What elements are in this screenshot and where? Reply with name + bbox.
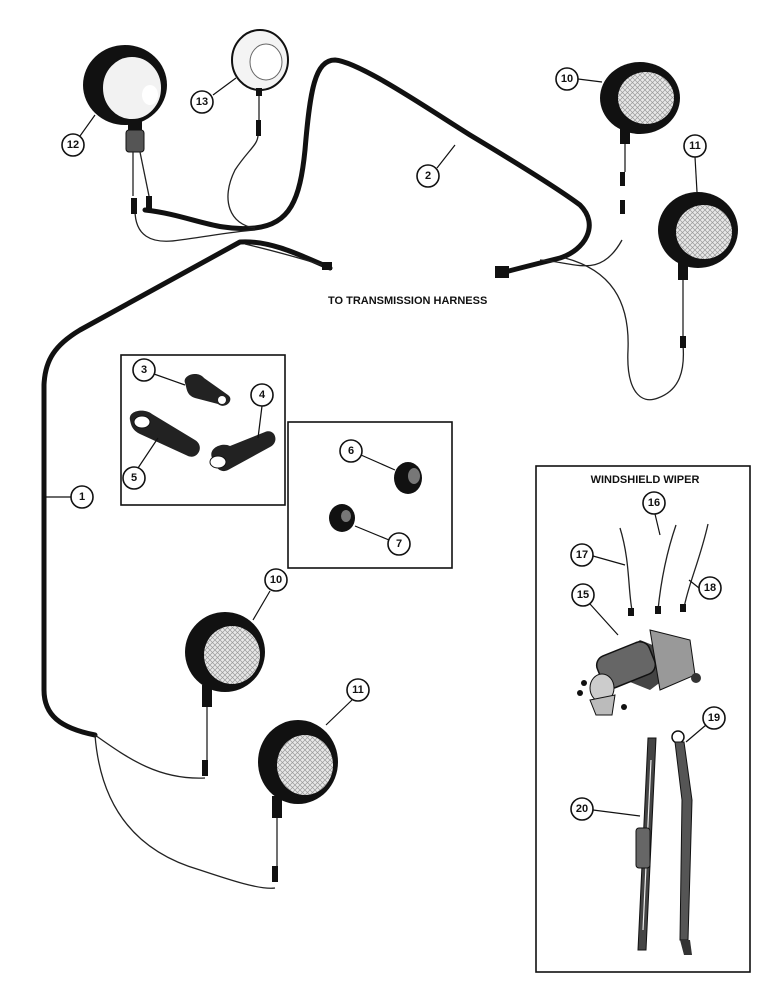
harness-branch-lower-2 <box>94 734 276 889</box>
wiring-harness-upper <box>142 57 592 275</box>
callout-13: 13 <box>190 90 214 114</box>
callout-11-top: 11 <box>683 134 707 158</box>
svg-text:6: 6 <box>348 445 354 457</box>
svg-text:16: 16 <box>648 497 660 509</box>
grommet-7 <box>329 504 355 532</box>
callout-10-bottom: 10 <box>264 568 288 592</box>
svg-text:2: 2 <box>425 170 431 182</box>
lamp-13 <box>231 29 289 120</box>
lamp-12 <box>83 45 167 197</box>
callout-15: 15 <box>571 583 595 607</box>
wiper-motor-15 <box>577 629 701 716</box>
work-lamp-10-top <box>600 62 680 172</box>
svg-text:15: 15 <box>577 589 589 601</box>
svg-text:4: 4 <box>259 389 266 401</box>
svg-text:3: 3 <box>141 364 147 376</box>
callout-7: 7 <box>387 532 411 556</box>
harness-branch-lower <box>94 734 206 779</box>
harness-branch-upper <box>244 243 326 267</box>
svg-text:1: 1 <box>79 491 85 503</box>
wiper-lead-16 <box>655 524 677 614</box>
svg-text:13: 13 <box>196 96 208 108</box>
wiring-harness-main <box>41 239 333 738</box>
callout-1: 1 <box>70 485 94 509</box>
wiper-arm-19 <box>671 730 693 955</box>
svg-text:19: 19 <box>708 712 720 724</box>
clip-5 <box>129 410 200 457</box>
wiper-blade-20 <box>635 737 657 951</box>
harness-branch-top-left <box>227 134 259 229</box>
svg-text:11: 11 <box>689 140 701 152</box>
svg-text:17: 17 <box>576 549 588 561</box>
svg-text:20: 20 <box>576 803 588 815</box>
callout-18: 18 <box>698 576 722 600</box>
callout-20: 20 <box>570 797 594 821</box>
grommet-parts-box <box>287 421 453 569</box>
svg-text:11: 11 <box>352 684 364 696</box>
svg-text:5: 5 <box>131 472 137 484</box>
svg-text:18: 18 <box>704 582 716 594</box>
clip-3 <box>184 373 231 406</box>
callout-10-top: 10 <box>555 67 579 91</box>
work-lamp-11-top <box>658 192 738 336</box>
grommet-6 <box>394 462 422 494</box>
callout-6: 6 <box>339 439 363 463</box>
windshield-wiper-box <box>535 465 751 973</box>
wiper-lead-17 <box>619 527 634 616</box>
windshield-wiper-title: WINDSHIELD WIPER <box>591 474 700 486</box>
svg-text:7: 7 <box>396 538 402 550</box>
work-lamp-10-bottom <box>185 612 265 760</box>
svg-text:12: 12 <box>67 139 79 151</box>
clip-4 <box>209 431 276 472</box>
harness-branch-right-2 <box>564 257 685 401</box>
svg-text:10: 10 <box>561 73 573 85</box>
callout-4: 4 <box>250 383 274 407</box>
to-transmission-harness-label: TO TRANSMISSION HARNESS <box>328 295 487 307</box>
callout-11-bottom: 11 <box>346 678 370 702</box>
callout-5: 5 <box>122 466 146 490</box>
wiper-lead-18 <box>680 523 709 612</box>
callout-3: 3 <box>132 358 156 382</box>
callout-17: 17 <box>570 543 594 567</box>
harness-connector <box>131 120 686 882</box>
callout-19: 19 <box>702 706 726 730</box>
clip-parts-box <box>120 354 286 506</box>
harness-branch-left-wire <box>134 209 256 242</box>
callout-2: 2 <box>416 164 440 188</box>
svg-text:10: 10 <box>270 574 282 586</box>
work-lamp-11-bottom <box>258 720 338 866</box>
callout-12: 12 <box>61 133 85 157</box>
callout-16: 16 <box>642 491 666 515</box>
